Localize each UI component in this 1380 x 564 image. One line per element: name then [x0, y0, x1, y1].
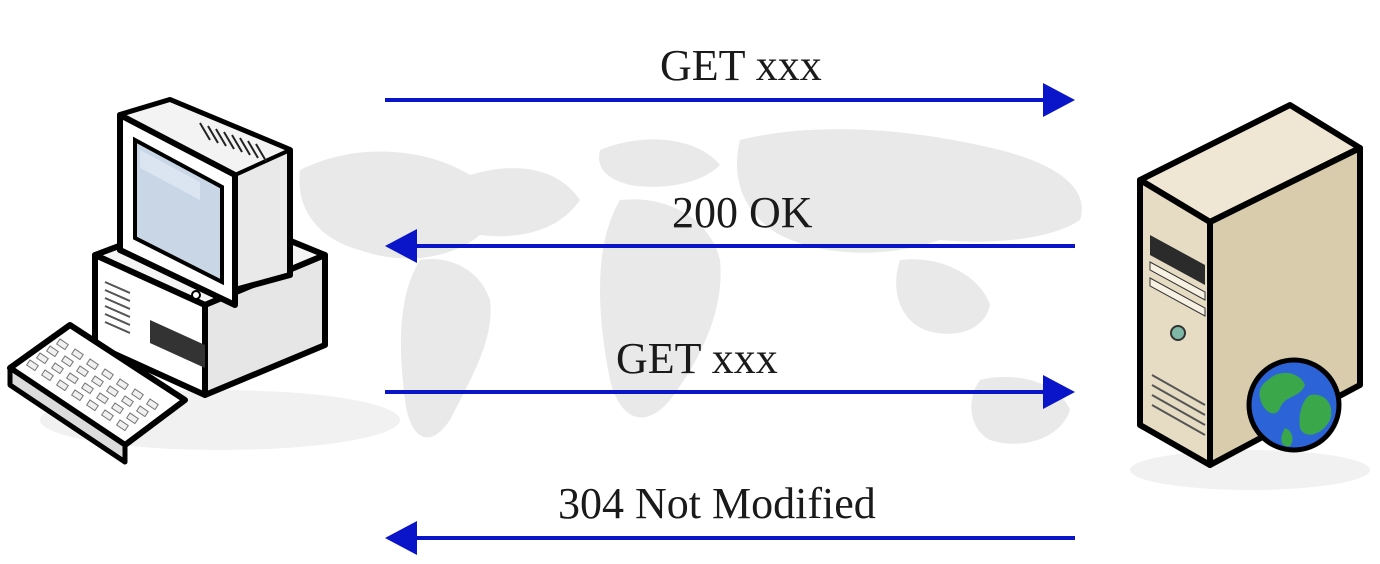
- message-arrow-3: [385, 375, 1075, 409]
- message-arrow-2: [385, 229, 1075, 263]
- arrowhead-right: [1043, 375, 1075, 409]
- message-label-3: GET xxx: [616, 334, 778, 383]
- message-arrow-1: [385, 83, 1075, 117]
- world-map-background: [299, 129, 1082, 444]
- message-label-2: 200 OK: [672, 188, 813, 237]
- arrowhead-left: [385, 229, 417, 263]
- arrowhead-right: [1043, 83, 1075, 117]
- desktop-computer-icon: [7, 97, 400, 465]
- message-label-1: GET xxx: [660, 41, 822, 90]
- web-server-icon: [1130, 102, 1370, 490]
- arrowhead-left: [385, 521, 417, 555]
- globe-icon: [1246, 357, 1342, 453]
- message-label-4: 304 Not Modified: [558, 479, 876, 528]
- message-arrow-4: [385, 521, 1075, 555]
